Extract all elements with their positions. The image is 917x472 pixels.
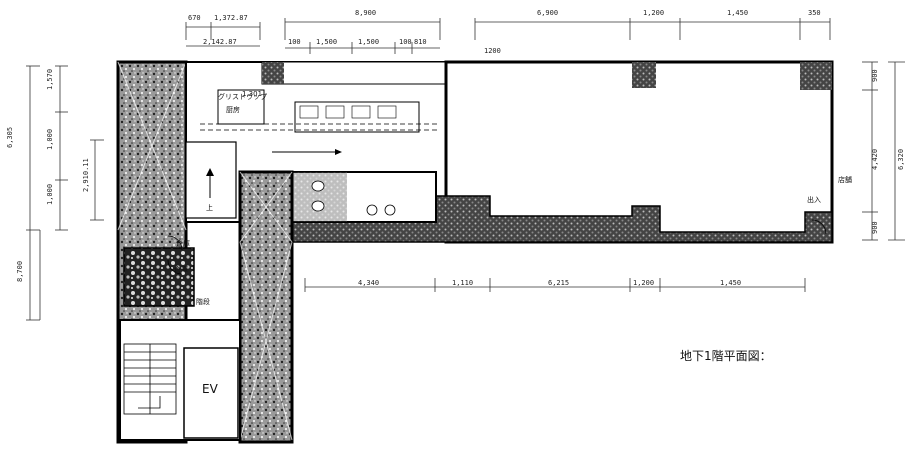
dim-top-100b: 100 [399,38,412,46]
dim-bottom-1450: 1,450 [720,279,741,287]
dim-left-1000b: 1,000 [46,184,54,205]
dim-top-1372: 1,372.87 [214,14,248,22]
right-dimension-lines [862,61,905,241]
bottom-dimension-texts: 4,340 1,110 6,215 1,200 1,450 [358,279,741,287]
label-grease-trap: グリストラップ [218,92,267,101]
top-dimension-texts: 670 1,372.87 8,900 6,900 1,200 1,450 350… [188,9,821,55]
right-dimension-texts: 900 4,420 6,320 900 [871,69,905,234]
label-stairs: 階段 [196,297,210,306]
dim-top-350: 350 [808,9,821,17]
label-store-a: 倉庫 [176,239,190,248]
dim-top-2142: 2,142.87 [203,38,237,46]
label-store-b: 倉庫 [174,265,188,274]
dim-top-1450: 1,450 [727,9,748,17]
dim-left-6305: 6,305 [6,127,14,148]
dim-bottom-1110: 1,110 [452,279,473,287]
column-a [262,62,284,84]
dim-top-6900: 6,900 [537,9,558,17]
kitchen-counter [294,101,420,133]
left-dimension-lines [26,65,104,321]
stairs [123,343,177,415]
column-d [632,62,656,88]
label-ev: EV [202,382,219,396]
dim-top-810: 810 [414,38,427,46]
building-walls [116,60,834,444]
toilet-fixtures [311,180,396,216]
column-c [800,62,832,90]
dim-top-100a: 100 [288,38,301,46]
dim-top-1500b: 1,500 [358,38,379,46]
storage-room [185,141,237,219]
kitchen-room-box [217,89,265,125]
dim-left-1000a: 1,000 [46,129,54,150]
left-dimension-texts: 1,570 1,000 1,000 2,910.11 6,305 8,700 [6,69,90,282]
dim-right-900a: 900 [871,69,879,82]
dim-right-900b: 900 [871,221,879,234]
top-dimension-lines [185,18,831,54]
dim-top-1200: 1,200 [643,9,664,17]
dim-bottom-1200: 1,200 [633,279,654,287]
dim-top-1500a: 1,500 [316,38,337,46]
dim-bottom-4340: 4,340 [358,279,379,287]
dim-right-4420: 4,420 [871,149,879,170]
elevator [183,347,239,439]
rubble-zone [123,247,195,307]
dim-left-1570: 1,570 [46,69,54,90]
room-labels: 厨房 グリストラップ 1,301 倉庫 倉庫 階段 店舗 出入 上 EV [174,90,852,396]
label-kitchen: 厨房 [226,105,240,114]
drawing-title: 地下1階平面図： [680,348,772,363]
dim-left-8700: 8,700 [16,261,24,282]
dim-top-1200b: 1200 [484,47,501,55]
bottom-dimension-lines [304,278,806,292]
label-shop: 店舗 [838,175,852,184]
dim-top-670: 670 [188,14,201,22]
dim-left-2910: 2,910.11 [82,158,90,192]
dim-bottom-6215: 6,215 [548,279,569,287]
label-1301: 1,301 [242,90,262,98]
dim-right-6320: 6,320 [897,149,905,170]
dim-top-8900: 8,900 [355,9,376,17]
label-entrance: 出入 [807,195,821,204]
label-up: 上 [206,203,213,212]
south-wall-band [291,195,833,243]
middle-core [238,170,294,444]
